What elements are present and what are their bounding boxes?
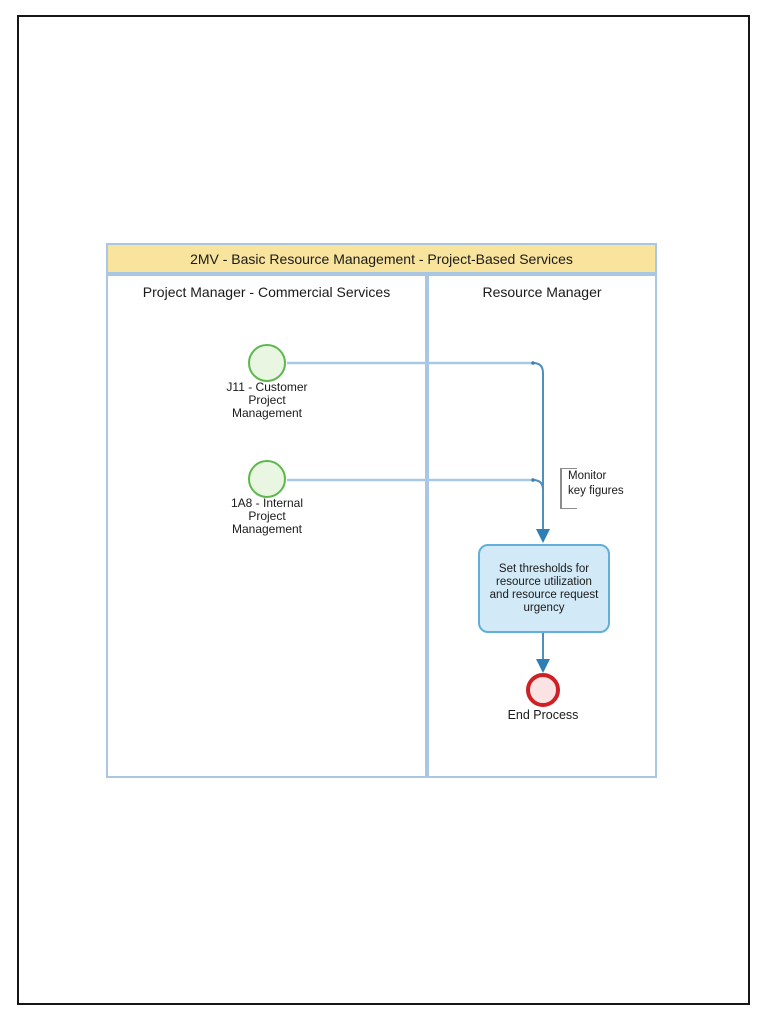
start-event-circle-1: [248, 344, 286, 382]
end-event-label: End Process: [507, 708, 579, 722]
task-label: Set thresholds for resource utilization …: [489, 562, 599, 614]
task-set-thresholds: Set thresholds for resource utilization …: [478, 544, 610, 633]
start-event-1-label: J11 - Customer Project Management: [226, 380, 308, 420]
lane-resource-manager-label: Resource Manager: [482, 284, 602, 300]
start-event-circle-2: [248, 460, 286, 498]
annotation-text: Monitor key figures: [568, 470, 624, 497]
pool-title: 2MV - Basic Resource Management - Projec…: [190, 250, 573, 267]
lane-project-manager-label: Project Manager - Commercial Services: [142, 284, 391, 300]
end-event-circle: [526, 673, 560, 707]
pool-title-bar: 2MV - Basic Resource Management - Projec…: [106, 243, 657, 274]
start-event-2-label: 1A8 - Internal Project Management: [230, 496, 304, 536]
annotation-bracket-icon: [560, 468, 577, 509]
